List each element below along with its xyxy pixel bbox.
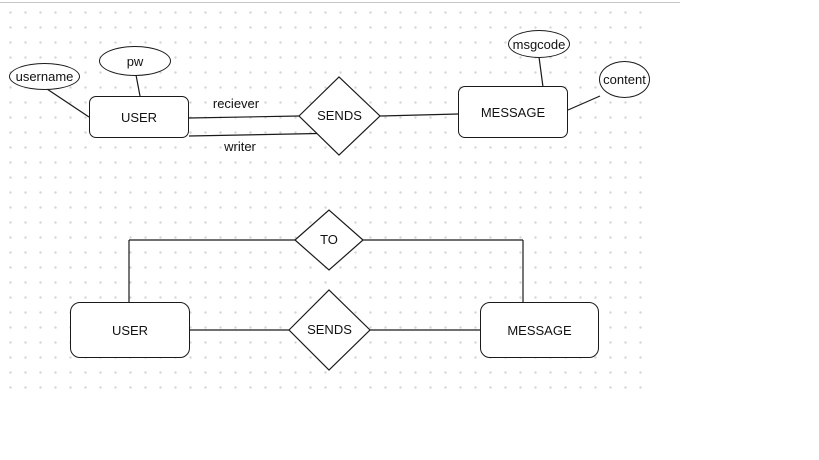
- edge-message-content[interactable]: [567, 95, 601, 111]
- relationship-to-diamond[interactable]: [294, 209, 364, 271]
- attribute-content-label: content: [603, 72, 646, 87]
- edge-user-sends-writer[interactable]: [188, 132, 319, 137]
- edge-user-sends-receiver[interactable]: [188, 115, 300, 119]
- connector-layer: [46, 56, 601, 371]
- diagram-canvas[interactable]: username pw msgcode content USER MESSAGE…: [0, 0, 653, 396]
- attribute-msgcode-ellipse[interactable]: msgcode: [508, 30, 570, 58]
- edge-username-user[interactable]: [46, 88, 90, 118]
- entity-message-top-label: MESSAGE: [480, 104, 546, 120]
- attribute-username-ellipse[interactable]: username: [9, 63, 80, 90]
- entity-message-bottom[interactable]: MESSAGE: [480, 302, 599, 358]
- attribute-msgcode-label: msgcode: [512, 36, 566, 52]
- relationship-sends-top-diamond[interactable]: [298, 76, 381, 156]
- edge-label-receiver: reciever: [212, 96, 260, 111]
- attribute-username-label: username: [15, 69, 74, 84]
- entity-user-top[interactable]: USER: [89, 96, 189, 138]
- entity-user-bottom-label: USER: [111, 322, 149, 338]
- entity-user-bottom[interactable]: USER: [70, 302, 190, 358]
- edge-sends-message[interactable]: [379, 113, 459, 117]
- relationship-sends-bottom-diamond[interactable]: [288, 289, 371, 371]
- relationship-to-label: TO: [320, 232, 338, 247]
- edge-msgcode-message[interactable]: [538, 56, 544, 88]
- attribute-content-ellipse[interactable]: content: [599, 61, 650, 98]
- relationship-sends-bottom-label: SENDS: [307, 322, 352, 337]
- edge-label-writer: writer: [224, 139, 256, 154]
- attribute-pw-ellipse[interactable]: pw: [99, 46, 171, 76]
- entity-message-bottom-label: MESSAGE: [507, 322, 572, 338]
- edge-pw-user[interactable]: [135, 74, 141, 97]
- relationship-sends-top-label: SENDS: [317, 108, 362, 123]
- entity-message-top[interactable]: MESSAGE: [458, 86, 568, 138]
- entity-user-top-label: USER: [120, 109, 158, 125]
- attribute-pw-label: pw: [126, 53, 144, 69]
